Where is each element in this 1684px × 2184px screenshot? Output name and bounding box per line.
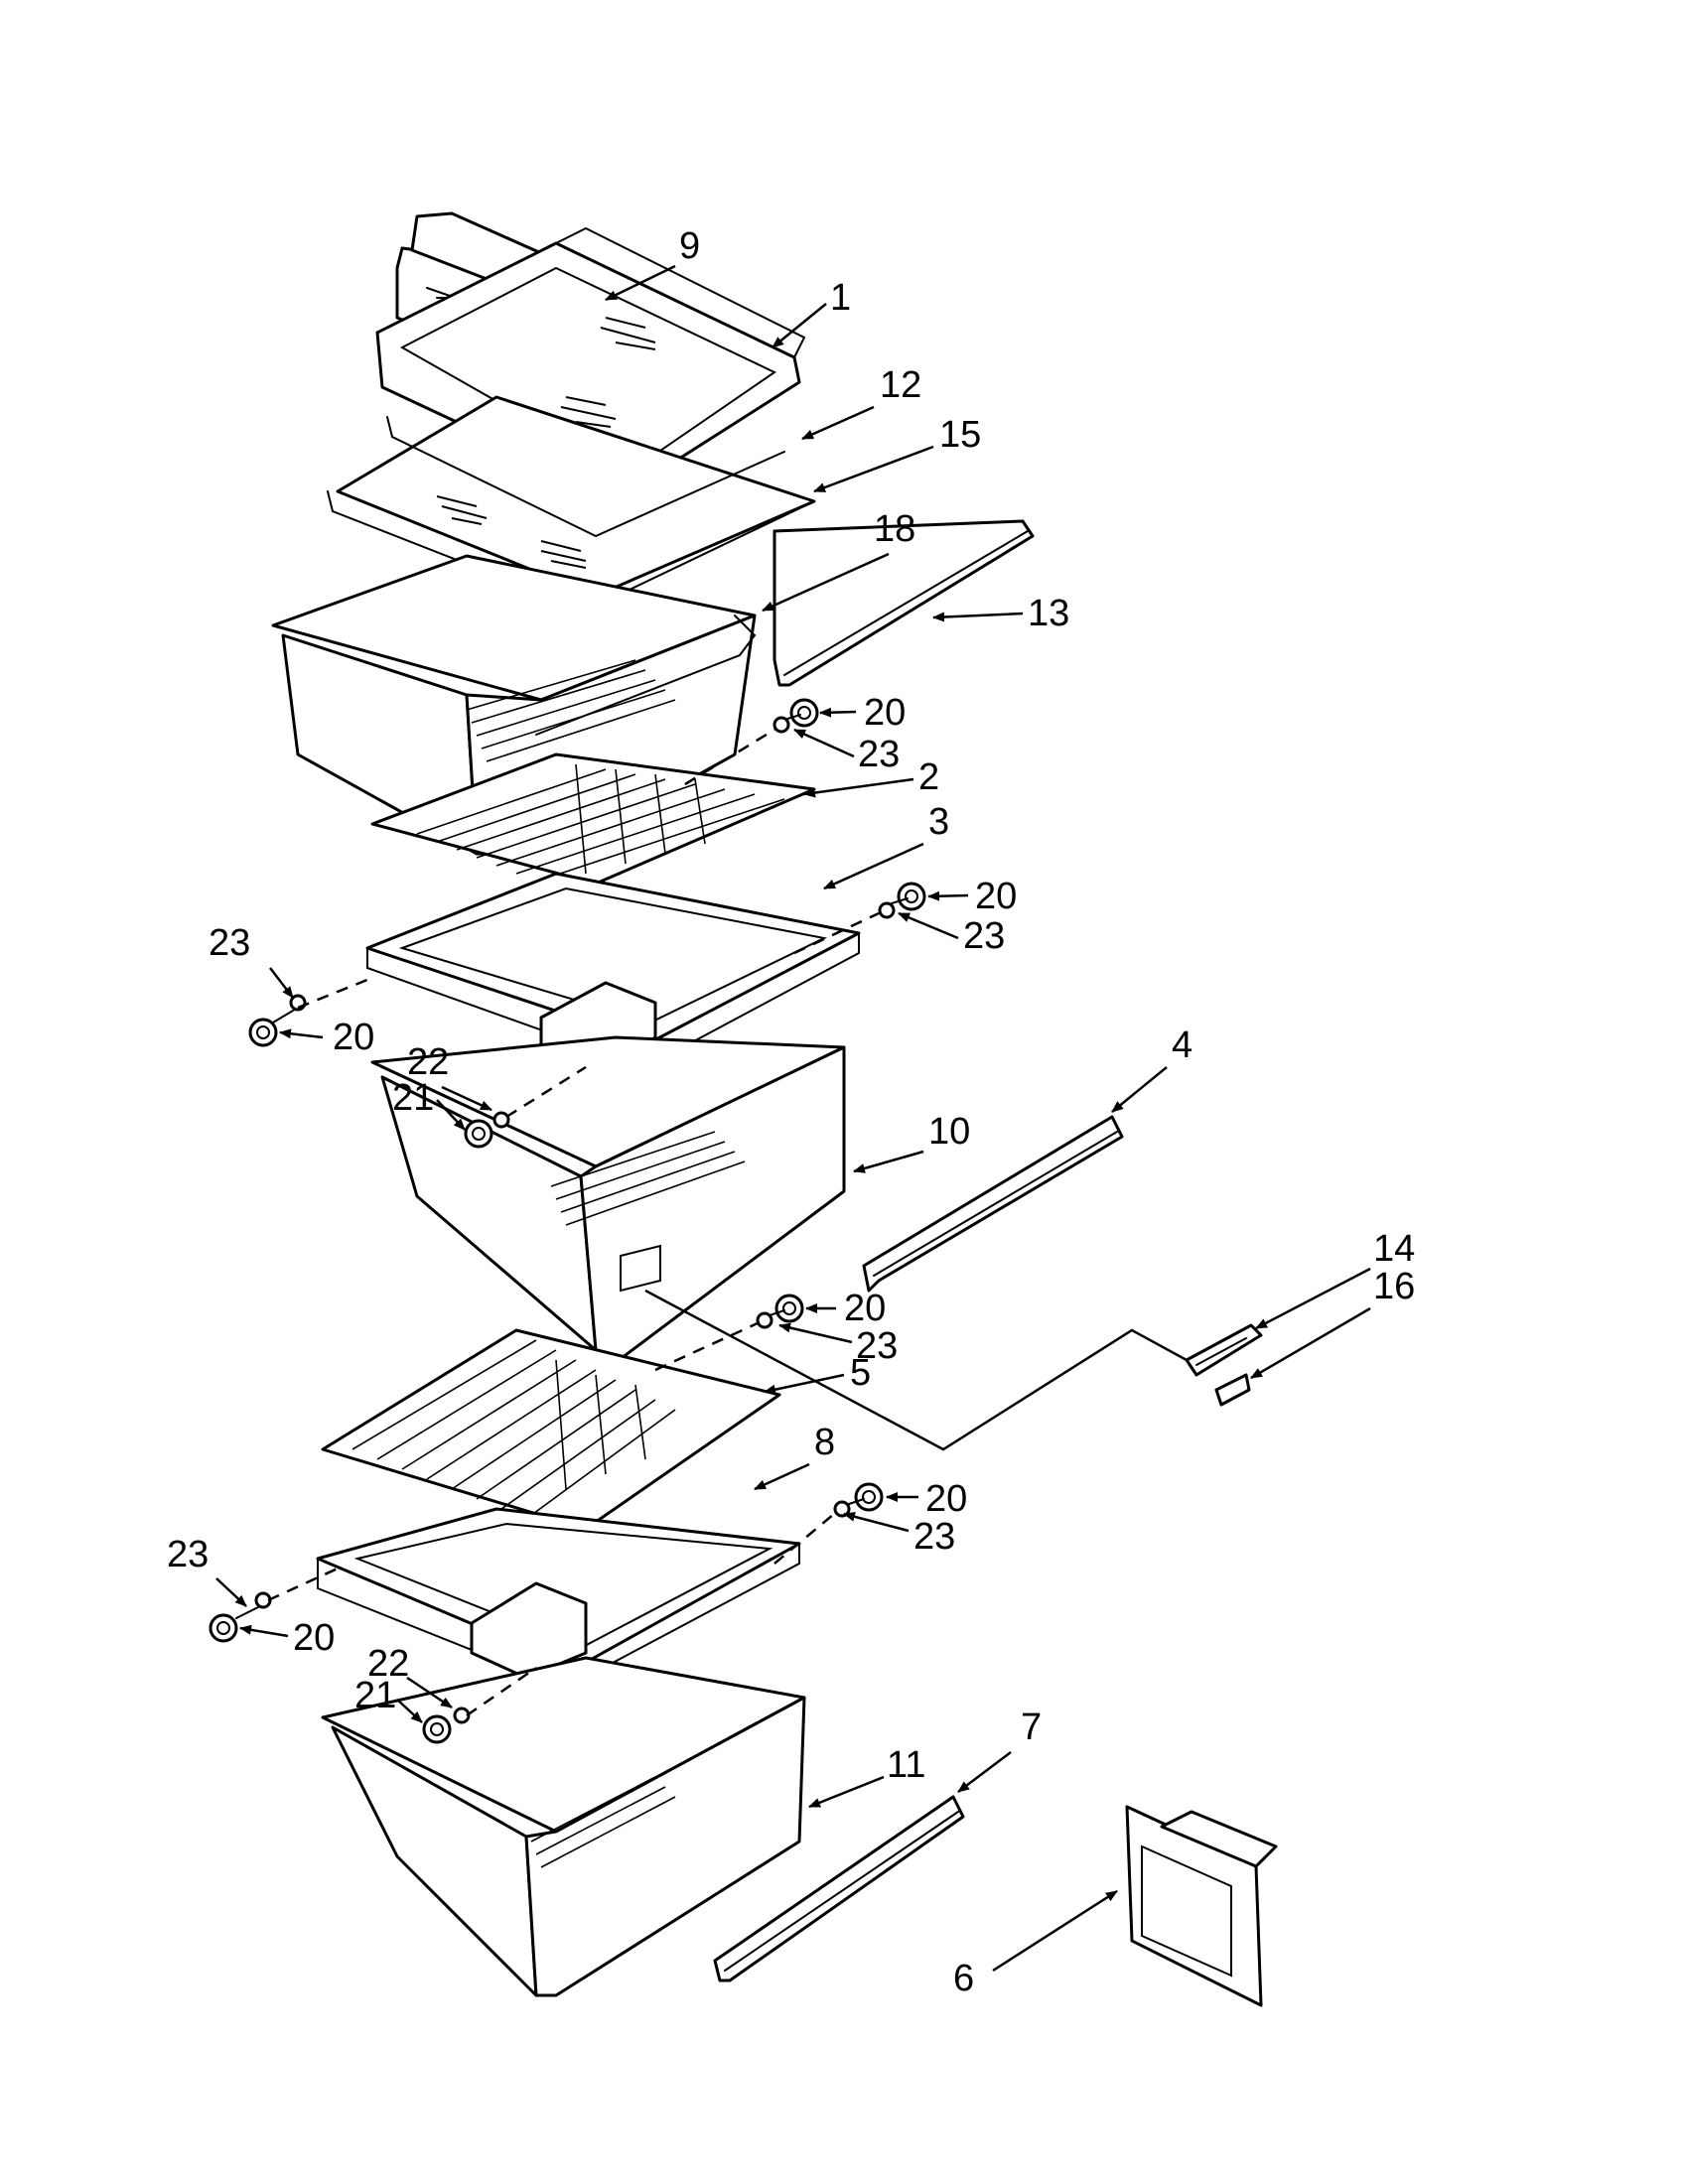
callout-23-b: 23: [963, 915, 1005, 957]
roller-20-c: [248, 994, 307, 1047]
callout-15: 15: [939, 414, 981, 456]
callout-5: 5: [850, 1352, 871, 1394]
callout-23-d: 23: [856, 1325, 898, 1367]
callout-12: 12: [880, 364, 921, 406]
part-8-cover-frame: [316, 1507, 801, 1690]
callout-20-c: 20: [333, 1017, 374, 1058]
roller-20-b: [878, 882, 926, 919]
callout-20-a: 20: [864, 692, 906, 734]
part-14-control: [1185, 1323, 1263, 1377]
part-10-crisper-drawer: [370, 1035, 846, 1372]
part-16-slide: [1214, 1373, 1251, 1407]
callout-1: 1: [830, 277, 851, 319]
part-7-trim-rail: [713, 1795, 965, 1982]
roller-20-f: [209, 1591, 272, 1643]
callout-2: 2: [918, 756, 939, 798]
callout-18: 18: [874, 508, 915, 550]
callout-4: 4: [1172, 1024, 1193, 1066]
roller-21-a: [464, 1111, 510, 1149]
callout-labels: 9 1 12 15 18 13 20 23 2 3 20 23 23 20 22…: [167, 225, 1415, 1999]
callout-20-d: 20: [844, 1288, 886, 1329]
roller-20-d: [756, 1294, 804, 1329]
mounting-guide-lines: [267, 728, 880, 1717]
callout-22-a: 22: [407, 1041, 449, 1083]
callout-22-b: 22: [367, 1643, 409, 1685]
callout-21-b: 21: [354, 1675, 396, 1716]
control-routing-line: [644, 1289, 1188, 1451]
callout-20-f: 20: [293, 1617, 335, 1659]
part-5-glass-insert: [321, 1328, 781, 1531]
callout-16: 16: [1373, 1266, 1415, 1307]
callout-13: 13: [1028, 593, 1069, 634]
callout-23-f: 23: [167, 1534, 209, 1575]
roller-assemblies: [209, 698, 926, 1744]
part-6-label-bracket: [1125, 1805, 1278, 2007]
part-13-trim-rail: [772, 519, 1035, 687]
callout-6: 6: [953, 1958, 974, 1999]
leader-lines: [215, 264, 1371, 1973]
callout-9: 9: [679, 225, 700, 267]
part-4-trim-rail: [862, 1115, 1124, 1293]
callout-21-a: 21: [392, 1077, 434, 1119]
callout-8: 8: [814, 1422, 835, 1463]
roller-20-a: [772, 698, 819, 734]
callout-23-e: 23: [913, 1516, 955, 1558]
callout-7: 7: [1021, 1706, 1042, 1748]
callout-23-a: 23: [858, 734, 900, 775]
roller-21-b: [422, 1706, 471, 1744]
callout-20-b: 20: [975, 876, 1017, 917]
roller-20-e: [833, 1482, 884, 1518]
callout-3: 3: [928, 801, 949, 843]
callout-10: 10: [928, 1111, 970, 1153]
callout-11: 11: [887, 1744, 925, 1786]
part-15-glass-shelf: [327, 395, 816, 613]
callout-14: 14: [1373, 1228, 1415, 1270]
callout-23-c: 23: [209, 922, 250, 964]
callout-20-e: 20: [925, 1478, 967, 1520]
